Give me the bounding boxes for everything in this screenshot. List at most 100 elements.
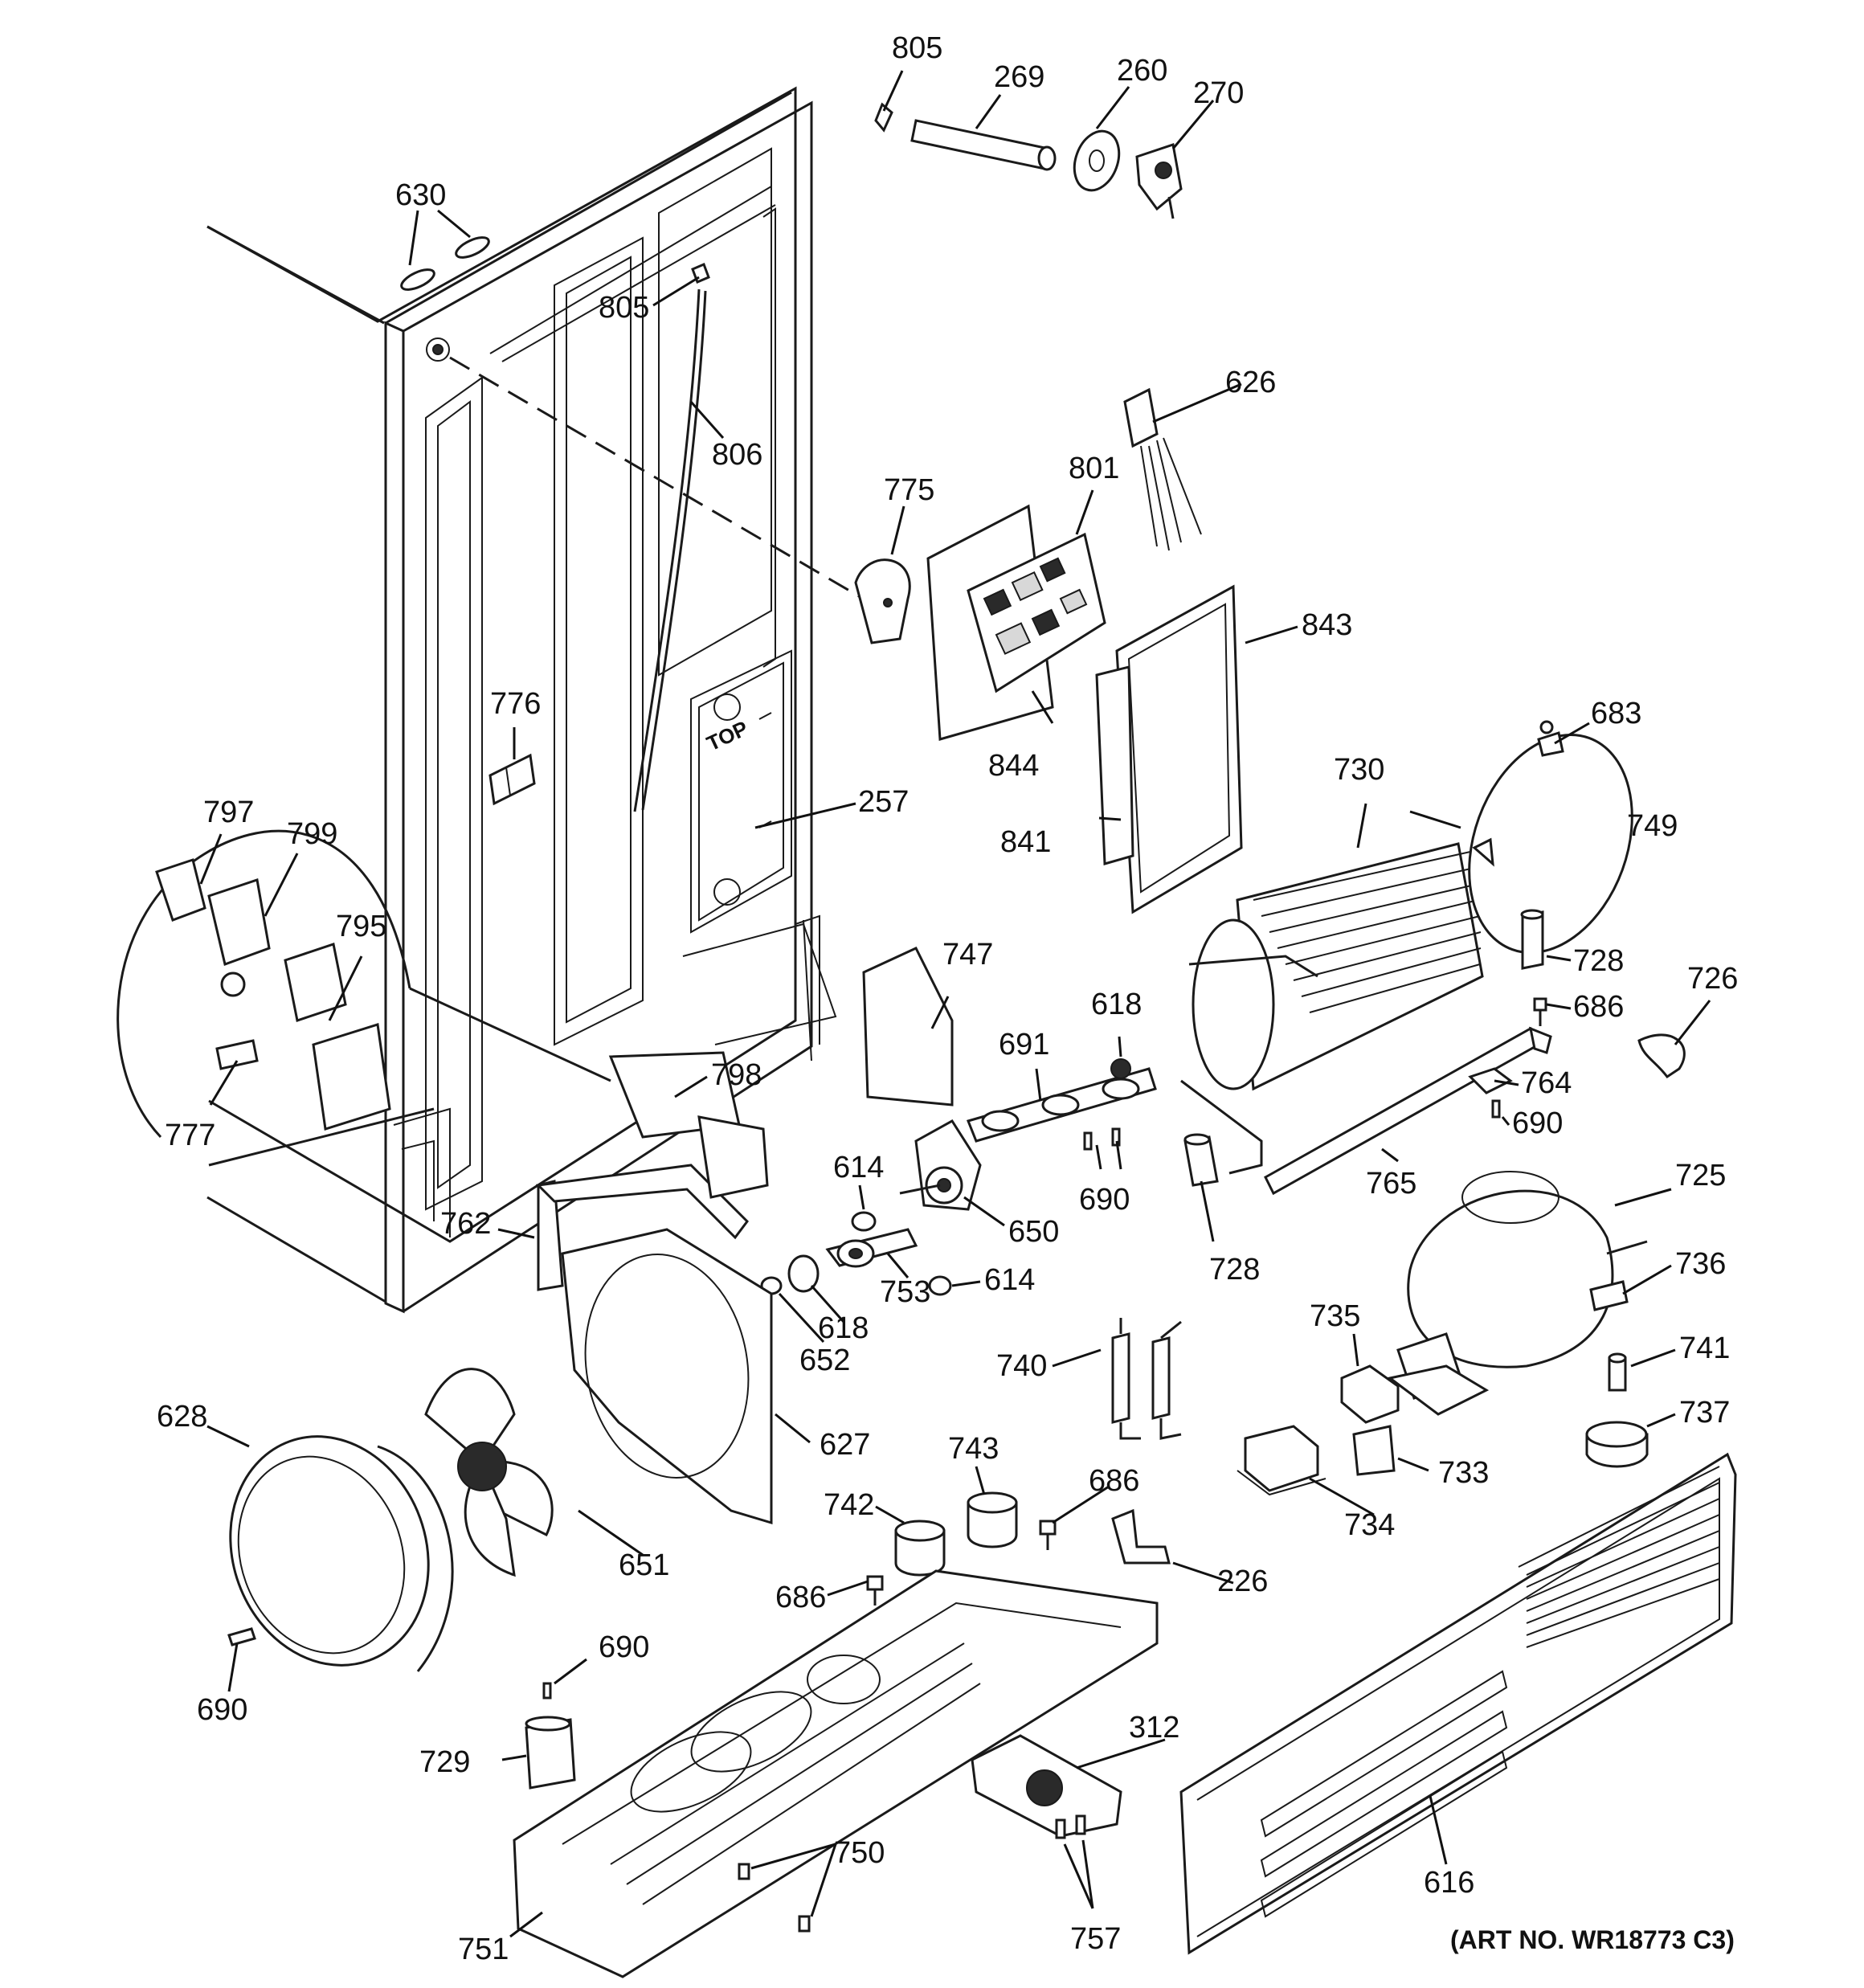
gasket-841 (1095, 665, 1134, 865)
callout-743: 743 (948, 1432, 999, 1466)
callout-797: 797 (203, 796, 254, 829)
bearing-618 (787, 1254, 820, 1293)
callout-690d: 690 (197, 1693, 247, 1727)
art-number: (ART NO. WR18773 C3) (1450, 1925, 1735, 1954)
callout-776: 776 (490, 687, 541, 721)
callout-737: 737 (1679, 1396, 1730, 1430)
hole-plug (455, 236, 490, 259)
callout-757: 757 (1070, 1922, 1121, 1956)
callout-650: 650 (1008, 1215, 1059, 1249)
callout-844: 844 (988, 749, 1039, 783)
foot-743 (967, 1491, 1018, 1548)
svg-text:TOP: TOP (703, 716, 752, 756)
callout-762: 762 (440, 1207, 491, 1241)
callout-690: 690 (1512, 1106, 1563, 1140)
callout-691: 691 (999, 1028, 1049, 1061)
callout-751: 751 (458, 1933, 509, 1966)
callout-750: 750 (834, 1836, 885, 1870)
top-plate: TOP (690, 649, 792, 934)
insulation-747 (862, 947, 954, 1106)
relay-735 (1340, 1364, 1400, 1424)
callout-728: 728 (1573, 944, 1624, 978)
spacer-741 (1608, 1352, 1627, 1392)
callout-735: 735 (1310, 1299, 1360, 1333)
grommet-728 (1521, 910, 1544, 970)
screws-690 (1083, 1127, 1121, 1151)
callout-805: 805 (892, 31, 942, 65)
shroud-disc (1468, 731, 1633, 955)
screw-686 (1533, 997, 1547, 1026)
callout-747: 747 (942, 938, 993, 972)
callout-843: 843 (1302, 608, 1352, 642)
callout-683: 683 (1591, 697, 1641, 730)
callout-628: 628 (157, 1400, 207, 1434)
callout-725: 725 (1675, 1159, 1726, 1192)
insulation-block (488, 753, 536, 806)
leader-lines (199, 70, 1711, 1938)
callout-312: 312 (1129, 1711, 1179, 1745)
grommet-614 (851, 1211, 877, 1232)
callout-652: 652 (799, 1344, 850, 1377)
base-pan-751 (513, 1569, 1159, 1978)
detail-bubble (117, 829, 769, 1199)
callout-749: 749 (1627, 809, 1678, 843)
callout-801: 801 (1069, 452, 1119, 485)
callout-733: 733 (1438, 1456, 1489, 1490)
clip-726 (1637, 1033, 1686, 1079)
hole-plug (400, 268, 435, 291)
screw-686b (1039, 1520, 1057, 1550)
motor-bracket-691 (966, 1058, 1157, 1143)
callout-742: 742 (824, 1488, 874, 1522)
callout-728b: 728 (1209, 1253, 1260, 1286)
clip-226 (1111, 1508, 1171, 1565)
insulation-panel (1115, 584, 1243, 914)
callout-630: 630 (395, 178, 446, 212)
callout-614: 614 (833, 1151, 884, 1184)
bracket-753 (825, 1228, 918, 1268)
screw-690b (227, 1627, 256, 1646)
callout-260: 260 (1117, 54, 1167, 88)
capacitor-729 (525, 1716, 576, 1790)
screw-690c (542, 1682, 552, 1700)
shroud-627 (561, 1228, 773, 1525)
callout-734: 734 (1344, 1508, 1395, 1542)
screw-686c (866, 1575, 884, 1606)
callout-627: 627 (820, 1428, 870, 1462)
overload-733 (1352, 1425, 1396, 1476)
callout-799: 799 (287, 817, 337, 851)
callout-795: 795 (336, 910, 386, 943)
callout-764: 764 (1521, 1066, 1572, 1100)
callout-618b: 618 (818, 1311, 869, 1345)
callout-690b: 690 (1079, 1183, 1130, 1217)
control-board (926, 504, 1106, 741)
fan-motor-650 (899, 1119, 982, 1211)
grommet-614b (928, 1275, 952, 1296)
callout-686c: 686 (775, 1581, 826, 1614)
clip-764 (1468, 1067, 1513, 1094)
screw-683 (1539, 720, 1554, 734)
callout-805b: 805 (599, 291, 649, 325)
callout-736: 736 (1675, 1247, 1726, 1281)
compressor-725 (1387, 1171, 1648, 1416)
foot-742 (894, 1520, 946, 1577)
grille-616 (1179, 1452, 1737, 1955)
grommet-737 (1585, 1421, 1649, 1468)
screw-690 (1491, 1099, 1501, 1119)
callout-686b: 686 (1089, 1464, 1139, 1498)
callout-753: 753 (880, 1275, 930, 1309)
screws-757 (1055, 1814, 1086, 1839)
callout-labels: 805 269 260 270 630 805 626 806 775 801 … (157, 31, 1738, 1966)
harness-connector (1123, 387, 1202, 551)
callout-686: 686 (1573, 990, 1624, 1024)
callout-765: 765 (1366, 1167, 1416, 1201)
callout-740: 740 (996, 1349, 1047, 1383)
roller-bracket-312 (971, 1734, 1122, 1838)
callout-841: 841 (1000, 825, 1051, 859)
callout-730: 730 (1334, 753, 1384, 787)
callout-777: 777 (165, 1119, 215, 1152)
screws-750 (738, 1863, 811, 1933)
callout-269: 269 (994, 60, 1044, 94)
callout-726: 726 (1687, 962, 1738, 996)
callout-270: 270 (1193, 76, 1244, 110)
